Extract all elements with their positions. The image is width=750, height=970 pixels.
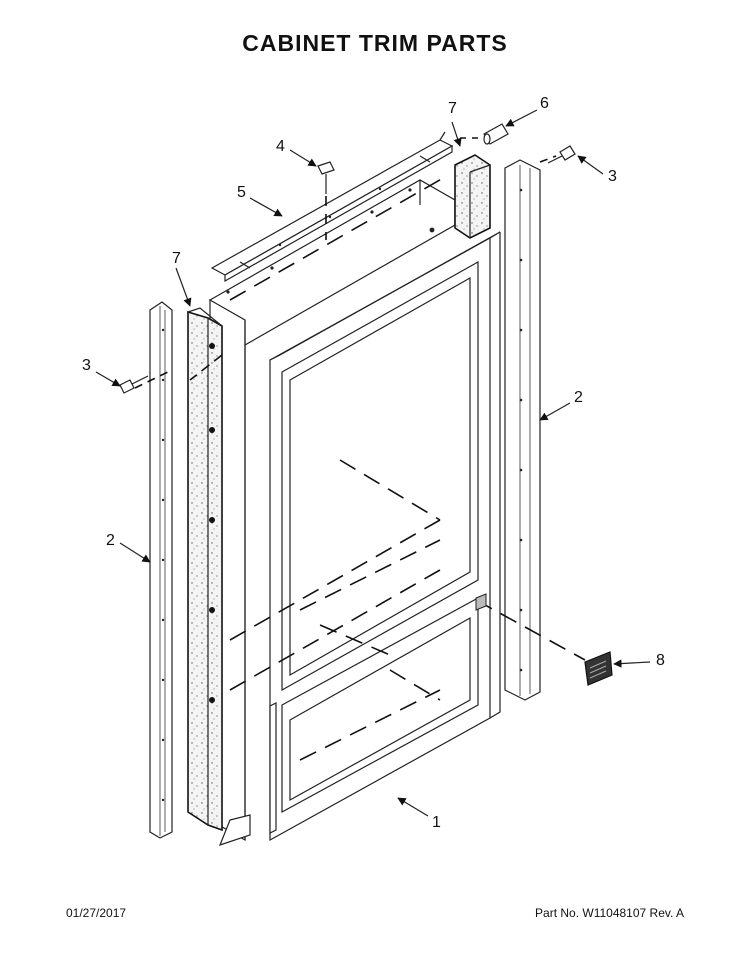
callout-7-right: 7 (448, 100, 457, 117)
callout-3-left: 3 (82, 357, 91, 374)
callout-4: 4 (276, 138, 285, 155)
callout-3-right: 3 (608, 168, 617, 185)
callout-8: 8 (656, 652, 665, 669)
pin-part-6 (483, 123, 509, 145)
screw-part-3-left (119, 375, 149, 394)
right-side-trim (504, 159, 541, 701)
badge-part-8 (475, 593, 613, 686)
callout-2-left: 2 (106, 532, 115, 549)
assembly-alignment-lines (134, 137, 586, 761)
callout-arrows (95, 109, 651, 817)
door-frame (269, 231, 501, 842)
top-trim-strip (210, 131, 454, 283)
diagram-title: CABINET TRIM PARTS (242, 30, 508, 56)
screw-part-4 (317, 161, 335, 240)
left-side-trim (149, 301, 173, 839)
callout-2-right: 2 (574, 389, 583, 406)
foam-strip-left (187, 307, 223, 832)
footer-part-number: Part No. W11048107 Rev. A (535, 906, 684, 920)
callout-7-left: 7 (172, 250, 181, 267)
callout-6: 6 (540, 95, 549, 112)
callout-5: 5 (237, 184, 246, 201)
foam-strip-top-right (454, 154, 491, 239)
callout-1: 1 (432, 814, 441, 831)
screw-part-3-right (547, 145, 576, 164)
footer-date: 01/27/2017 (66, 906, 127, 920)
